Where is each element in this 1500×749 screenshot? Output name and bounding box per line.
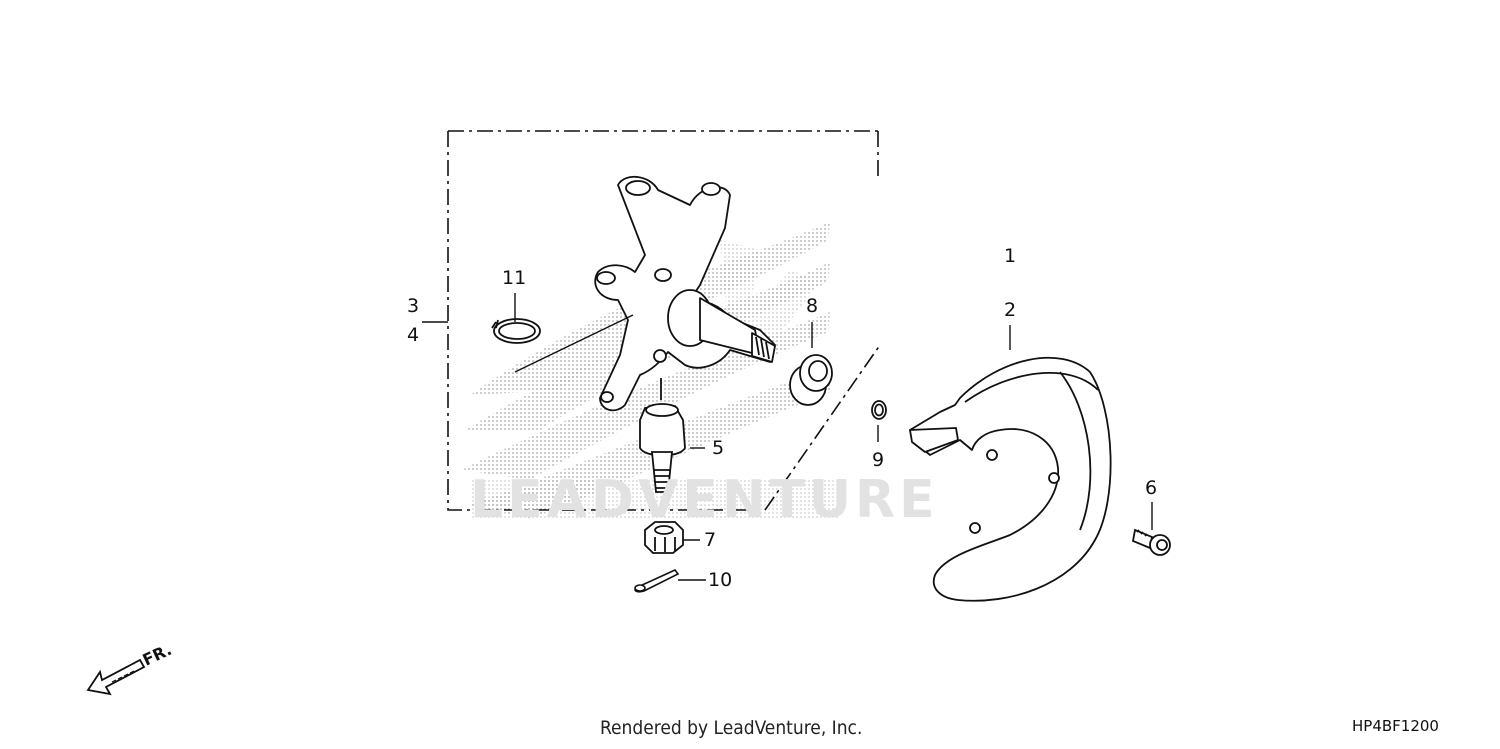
seal bbox=[789, 354, 833, 406]
callout-9[interactable]: 9 bbox=[872, 449, 885, 471]
callout-5[interactable]: 5 bbox=[712, 437, 725, 459]
cotter-pin bbox=[634, 569, 680, 593]
callout-4[interactable]: 4 bbox=[407, 324, 420, 346]
callout-6[interactable]: 6 bbox=[1145, 477, 1158, 499]
callout-8[interactable]: 8 bbox=[806, 295, 819, 317]
render-credit: Rendered by LeadVenture, Inc. bbox=[600, 717, 863, 739]
callout-3[interactable]: 3 bbox=[407, 295, 420, 317]
group-bracket bbox=[422, 130, 881, 511]
callout-10[interactable]: 10 bbox=[708, 569, 733, 591]
diagram-code: HP4BF1200 bbox=[1352, 717, 1439, 735]
brand-watermark: LEADVENTURE bbox=[470, 470, 939, 530]
ball-joint bbox=[639, 378, 686, 493]
direction-label: FR. bbox=[140, 640, 175, 670]
callout-11[interactable]: 11 bbox=[502, 267, 527, 289]
o-ring bbox=[871, 400, 887, 420]
callout-2[interactable]: 2 bbox=[1004, 299, 1017, 321]
circlip bbox=[491, 318, 541, 344]
disc-cover bbox=[909, 356, 1112, 602]
leader-lines bbox=[514, 293, 1153, 581]
callout-1[interactable]: 1 bbox=[1004, 245, 1017, 267]
front-direction-arrow bbox=[86, 658, 146, 696]
callout-7[interactable]: 7 bbox=[704, 529, 717, 551]
bolt bbox=[1131, 528, 1171, 556]
castle-nut bbox=[644, 521, 684, 554]
steering-knuckle bbox=[594, 176, 776, 412]
